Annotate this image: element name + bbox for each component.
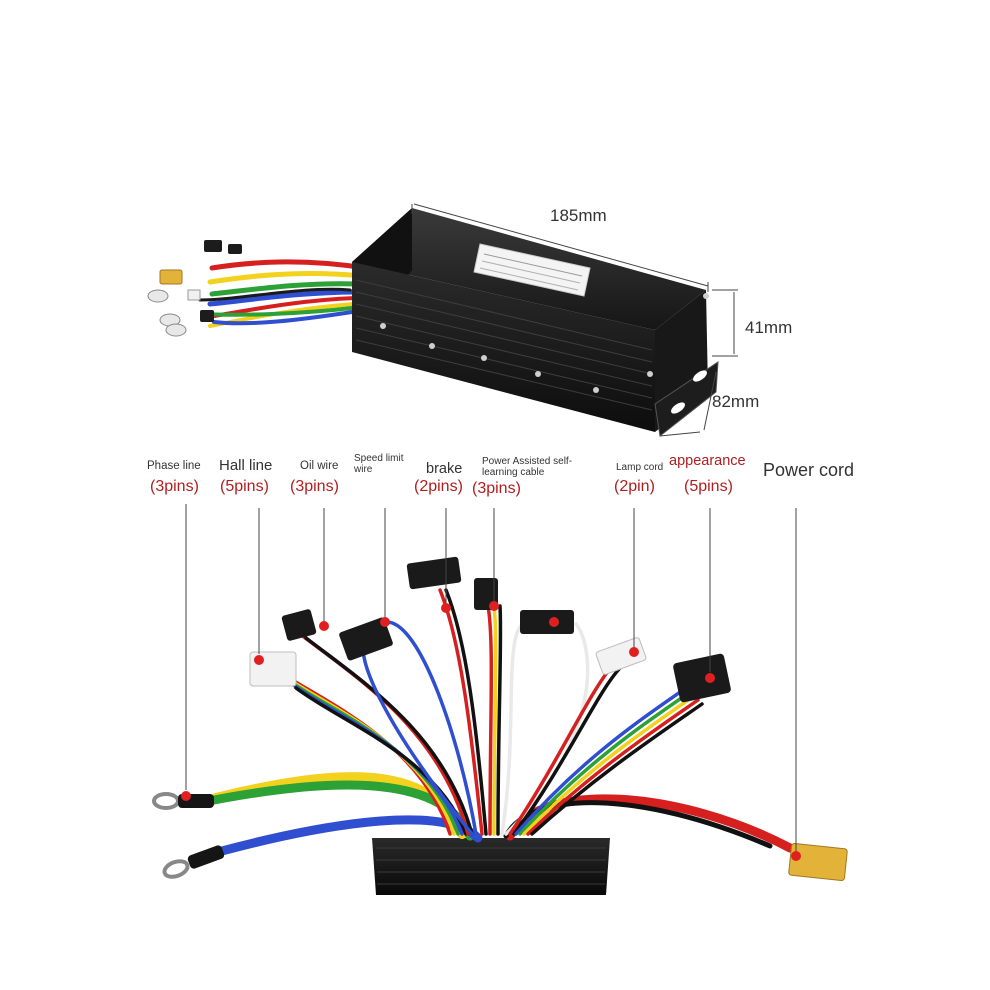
callout-hall-name: Hall line <box>219 457 273 474</box>
callout-brake-pins: (2pins) <box>414 478 463 495</box>
callout-appearance-pins: (5pins) <box>684 478 733 495</box>
callout-dots <box>181 601 801 861</box>
callout-power-name: Power cord <box>763 460 855 480</box>
callout-appearance-name: appearance <box>669 453 746 469</box>
spec-label <box>473 243 591 297</box>
callout-lamp-name: Lamp cord <box>616 462 664 473</box>
top-connectors <box>147 240 242 337</box>
controller-box <box>147 208 719 437</box>
dim-height-label: 41mm <box>745 318 793 337</box>
callout-oil-name: Oil wire <box>300 460 339 472</box>
dimension-lines <box>411 203 738 437</box>
callout-oil-pins: (3pins) <box>290 478 339 495</box>
callout-phase-pins: (3pins) <box>150 478 199 495</box>
callout-lines <box>185 504 797 852</box>
callout-lamp-pins: (2pin) <box>614 478 655 495</box>
callout-brake-name: brake <box>426 461 463 477</box>
mounting-bracket <box>654 361 719 437</box>
callout-hall-pins: (5pins) <box>220 478 269 495</box>
top-cable-bundle <box>198 259 368 328</box>
callout-speed-name: Speed limit wire <box>354 453 404 475</box>
callout-pas-pins: (3pins) <box>472 480 521 497</box>
harness <box>152 504 848 895</box>
callout-pas-name: Power Assisted self-learning cable <box>482 456 573 478</box>
lower-controller-housing <box>372 838 610 895</box>
dim-width-label: 82mm <box>712 392 760 411</box>
callout-phase-name: Phase line <box>147 460 201 472</box>
dim-length-label: 185mm <box>550 206 607 225</box>
harness-connectors <box>152 556 848 882</box>
